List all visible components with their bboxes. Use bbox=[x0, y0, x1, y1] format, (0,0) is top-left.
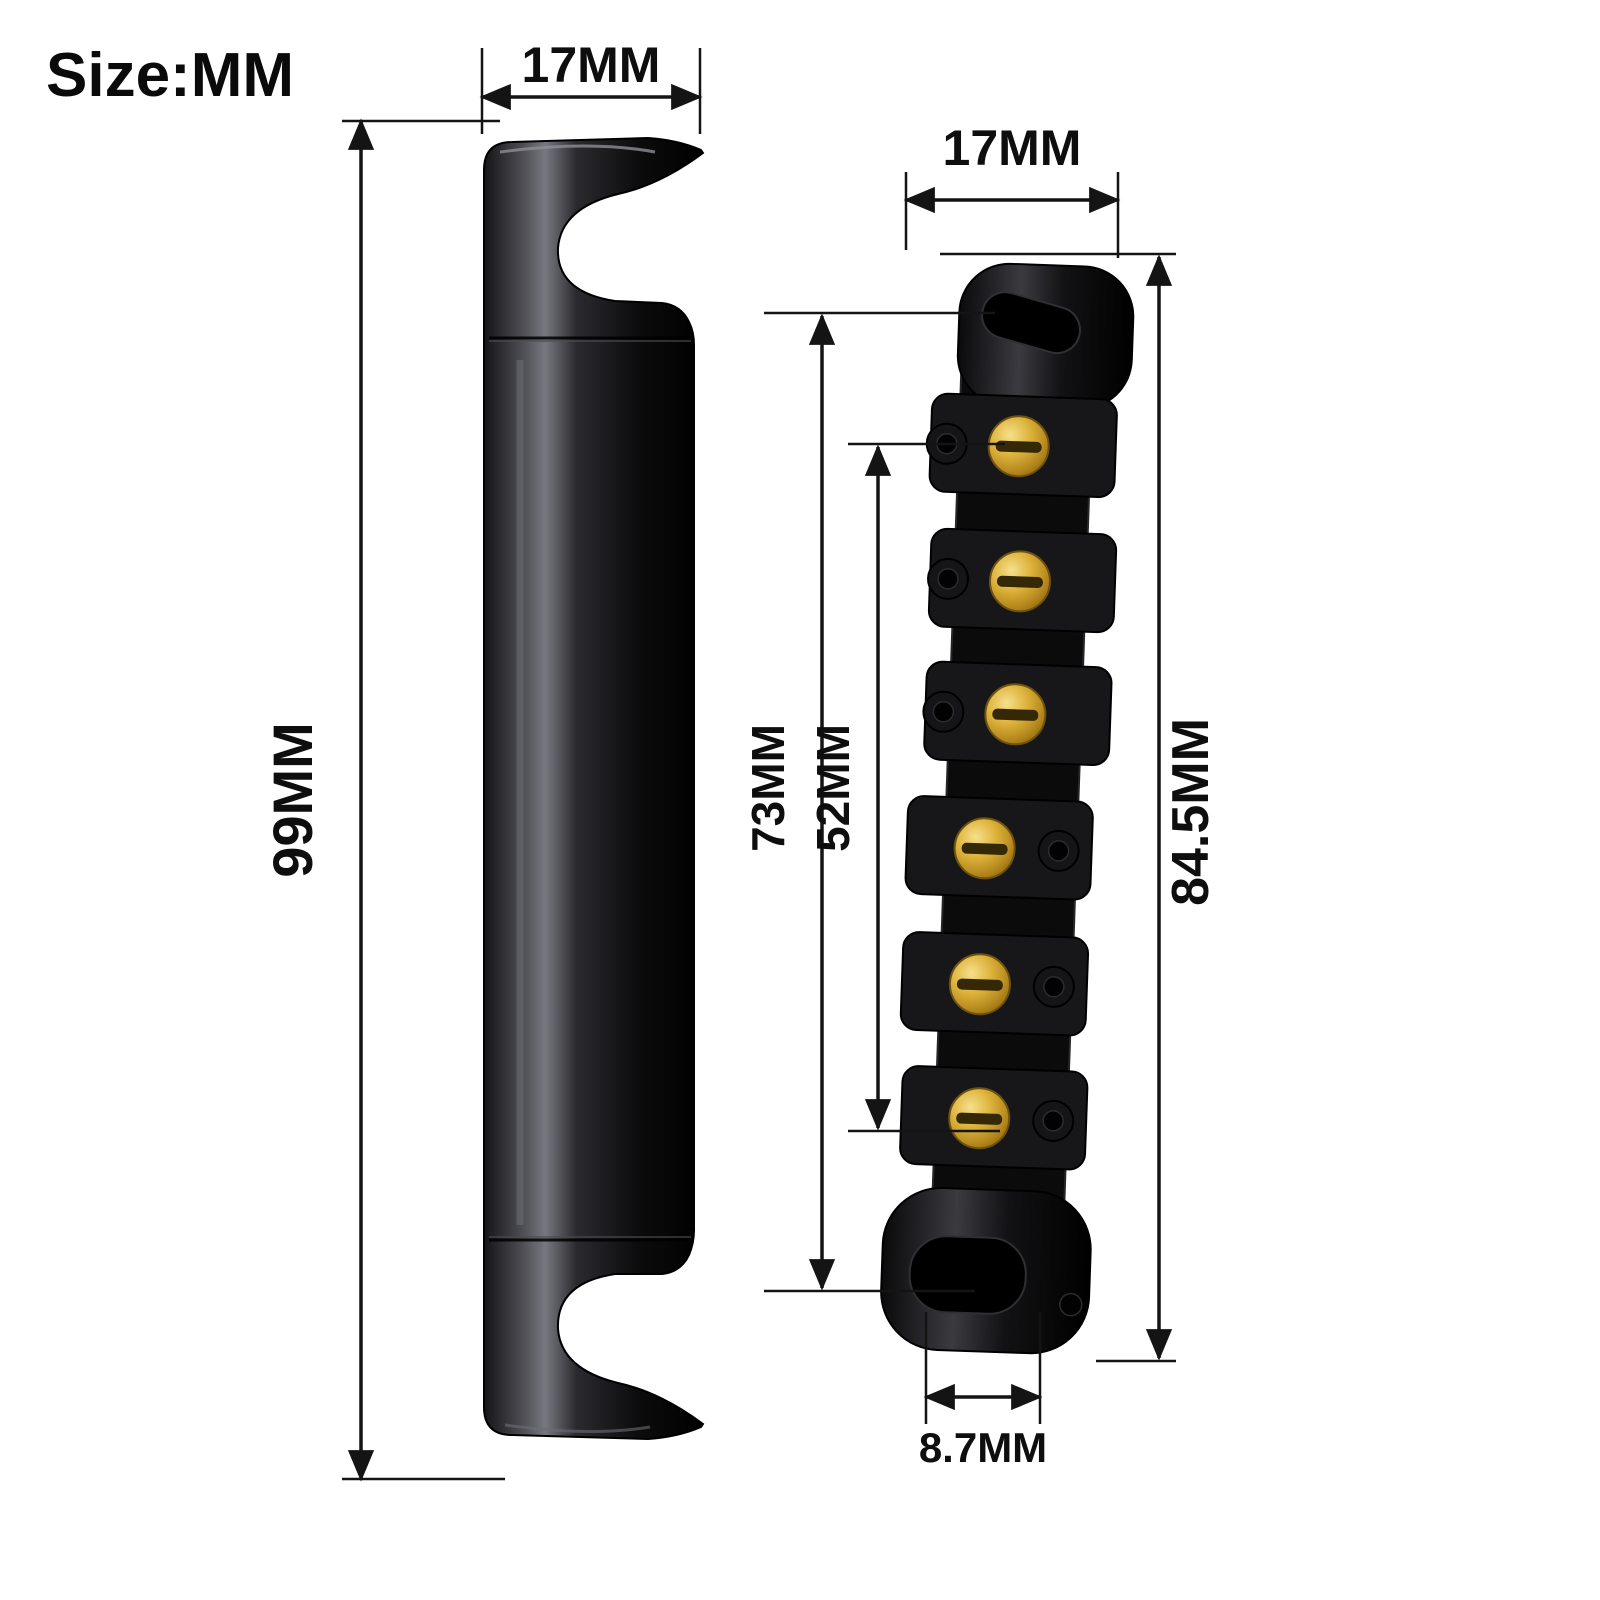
dim-bridge-post-span: 73MM bbox=[742, 311, 995, 1293]
dim-bridge-slot-width: 8.7MM bbox=[919, 1312, 1047, 1471]
bottom-post-slot bbox=[908, 1235, 1027, 1315]
tailpiece-highlights bbox=[499, 144, 656, 1434]
roller-bridge bbox=[880, 262, 1135, 1355]
mount-screw-hole bbox=[1059, 1292, 1083, 1317]
bridge-post-mount-bottom bbox=[880, 1187, 1092, 1355]
size-unit-title: Size:MM bbox=[46, 41, 294, 110]
roller-saddle bbox=[925, 392, 1118, 499]
bridge-total-height-label: 84.5MM bbox=[1162, 718, 1220, 906]
roller-saddle bbox=[927, 527, 1118, 634]
tailpiece-height-label: 99MM bbox=[261, 722, 324, 878]
bridge-saddle-span-label: 52MM bbox=[807, 724, 859, 852]
roller-saddle bbox=[899, 1065, 1089, 1171]
dim-tailpiece-width: 17MM bbox=[479, 37, 703, 134]
dim-bridge-width: 17MM bbox=[903, 120, 1121, 258]
roller-saddle bbox=[904, 795, 1094, 901]
tailpiece-body bbox=[483, 136, 705, 1441]
tailpiece-width-label: 17MM bbox=[522, 37, 661, 93]
top-post-slot bbox=[981, 291, 1081, 355]
bridge-post-span-label: 73MM bbox=[742, 724, 794, 852]
stopbar-tailpiece bbox=[483, 136, 705, 1441]
tailpiece-cap-seams bbox=[489, 336, 691, 1242]
bridge-width-label: 17MM bbox=[943, 120, 1082, 176]
dim-tailpiece-height: 99MM bbox=[261, 118, 505, 1482]
bridge-slot-width-label: 8.7MM bbox=[919, 1424, 1047, 1471]
bridge-post-mount-top bbox=[956, 262, 1135, 410]
roller-saddle bbox=[899, 931, 1090, 1037]
dim-bridge-saddle-span: 52MM bbox=[807, 442, 1005, 1133]
dim-bridge-total-height: 84.5MM bbox=[940, 252, 1220, 1363]
roller-saddle bbox=[922, 660, 1113, 767]
